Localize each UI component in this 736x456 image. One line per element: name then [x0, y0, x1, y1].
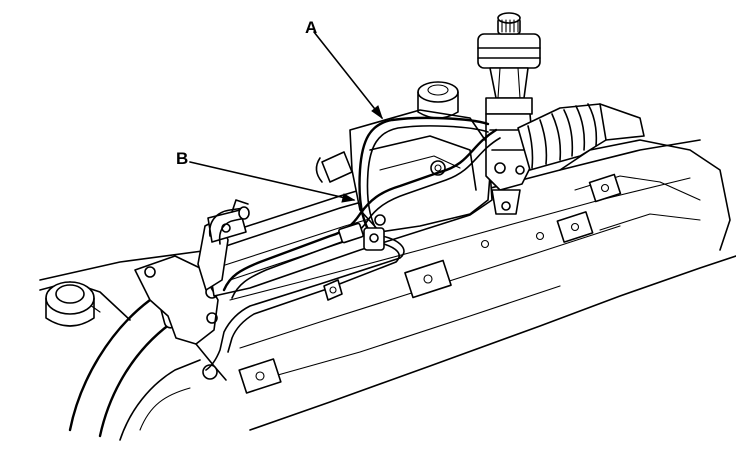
- callout-label-b: B: [176, 149, 189, 168]
- pinion-input-shaft: [477, 12, 541, 215]
- control-valve-housing: [315, 81, 493, 233]
- callout-label-a: A: [305, 18, 318, 37]
- right-boot: [517, 103, 645, 171]
- fluid-line-b: [205, 128, 501, 371]
- left-tie-rod-end: [45, 281, 95, 327]
- callout-leader-a: [313, 31, 383, 120]
- callout-leader-b: [189, 161, 356, 203]
- pipe-stub: [208, 206, 250, 245]
- fluid-line-a: [358, 116, 490, 238]
